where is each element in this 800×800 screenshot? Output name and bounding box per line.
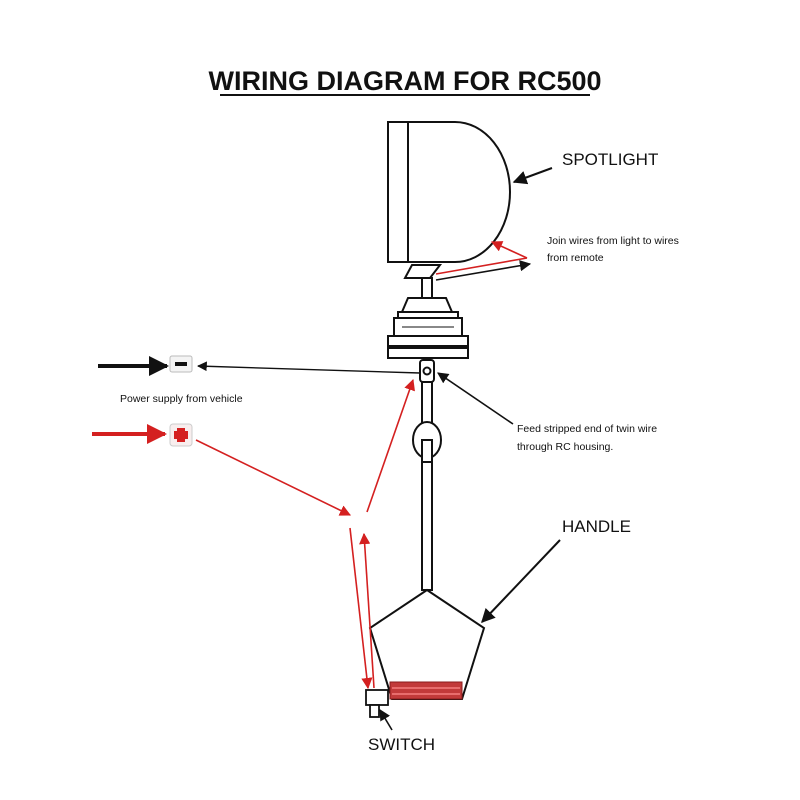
- handle-pole: [412, 381, 442, 591]
- spotlight-pointer-arrow: [512, 167, 553, 185]
- power-supply-label: Power supply from vehicle: [120, 393, 243, 405]
- feed-pointer-arrow: [437, 372, 514, 425]
- join-wires-note-line2: from remote: [547, 252, 604, 264]
- positive-terminal-symbol: +: [181, 421, 182, 423]
- join-red-wire-2: [435, 257, 528, 275]
- negative-terminal: [169, 355, 193, 373]
- feed-note-line2: through RC housing.: [517, 441, 613, 453]
- positive-wiring: [195, 378, 415, 690]
- join-black-wire: [435, 260, 532, 281]
- cable-entry: [419, 359, 435, 383]
- handle: [368, 588, 486, 700]
- switch: [365, 689, 389, 718]
- feed-note-line1: Feed stripped end of twin wire: [517, 423, 657, 435]
- rc-housing: [387, 297, 469, 359]
- negative-terminal-symbol: −: [181, 352, 182, 354]
- handle-pointer-arrow: [481, 539, 561, 624]
- positive-to-switch-wire: [195, 439, 352, 516]
- positive-terminal: [169, 423, 193, 447]
- diagram-title: WIRING DIAGRAM FOR RC500: [208, 66, 601, 96]
- red-wire-down-1: [349, 527, 373, 690]
- mount-neck: [421, 277, 433, 299]
- handle-grip: [389, 681, 463, 700]
- switch-pointer-arrow: [379, 709, 393, 731]
- join-wires-note-line1: Join wires from light to wires: [547, 235, 679, 247]
- switch-label: SWITCH: [368, 735, 435, 754]
- spotlight: [387, 121, 511, 279]
- red-wire-up-to-housing: [366, 378, 415, 513]
- red-wire-up-from-switch: [359, 532, 375, 689]
- spotlight-label: SPOTLIGHT: [562, 150, 658, 169]
- handle-label: HANDLE: [562, 517, 631, 536]
- join-red-wire-1: [490, 241, 528, 259]
- negative-feed-wire: [197, 361, 421, 374]
